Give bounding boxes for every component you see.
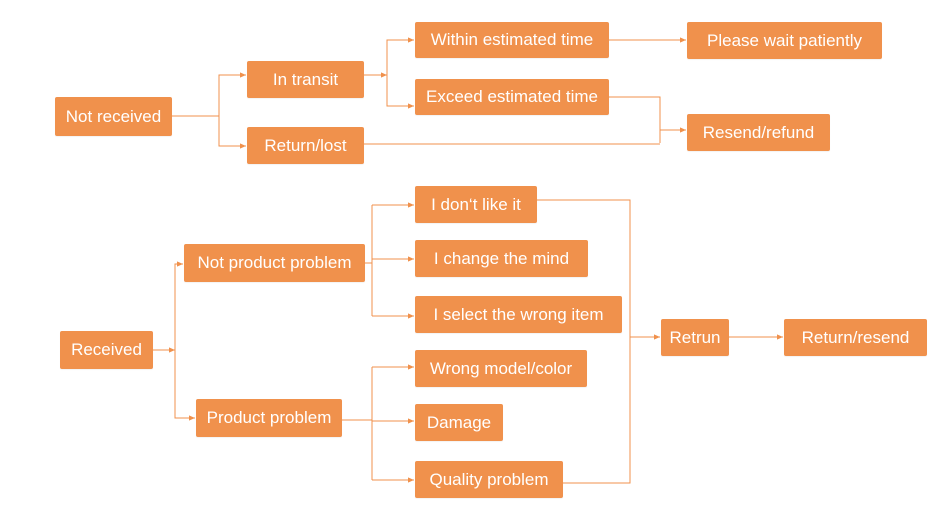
node-label: Retrun bbox=[669, 327, 721, 347]
node-label: Not product problem bbox=[197, 253, 352, 272]
connector-to-not-product bbox=[174, 261, 183, 350]
node-return-lost: Return/lost bbox=[247, 127, 364, 164]
connector-to-within bbox=[386, 37, 414, 75]
connector-to-in-transit bbox=[218, 72, 246, 116]
node-reason-wrong-model: Wrong model/color bbox=[415, 350, 587, 387]
node-label: Exceed estimated time bbox=[426, 87, 598, 106]
node-label: Quality problem bbox=[429, 469, 549, 489]
node-label: I select the wrong item bbox=[433, 304, 604, 324]
node-not-product-problem: Not product problem bbox=[184, 244, 365, 282]
node-label: Please wait patiently bbox=[707, 30, 862, 50]
connector-exceed-merge bbox=[609, 96, 661, 143]
node-reason-damage: Damage bbox=[415, 404, 503, 441]
connector-dont-like-merge bbox=[537, 199, 631, 484]
node-label: I change the mind bbox=[433, 248, 570, 268]
node-reason-wrong-item: I select the wrong item bbox=[415, 296, 622, 333]
connector-to-exceed bbox=[386, 75, 414, 109]
node-within-estimated-time: Within estimated time bbox=[415, 22, 609, 58]
node-label: Not received bbox=[65, 106, 162, 126]
node-label: In transit bbox=[272, 69, 339, 89]
node-in-transit: In transit bbox=[247, 61, 364, 98]
node-received: Received bbox=[60, 331, 153, 369]
node-label: Received bbox=[71, 340, 142, 359]
node-label: Within estimated time bbox=[430, 30, 594, 49]
node-reason-quality: Quality problem bbox=[415, 461, 563, 498]
node-label: Wrong model/color bbox=[429, 358, 573, 378]
node-product-problem: Product problem bbox=[196, 399, 342, 437]
node-exceed-estimated-time: Exceed estimated time bbox=[415, 79, 609, 115]
node-reason-change-mind: I change the mind bbox=[415, 240, 588, 277]
node-return-resend: Return/resend bbox=[784, 319, 927, 356]
node-label: I don‘t like it bbox=[431, 194, 521, 214]
node-reason-dont-like: I don‘t like it bbox=[415, 186, 537, 223]
connector-to-return-lost bbox=[218, 116, 246, 149]
node-label: Product problem bbox=[206, 408, 332, 427]
node-please-wait-patiently: Please wait patiently bbox=[687, 22, 882, 59]
connector-to-product bbox=[174, 350, 195, 421]
node-label: Return/lost bbox=[264, 135, 347, 155]
node-not-received: Not received bbox=[55, 97, 172, 136]
node-resend-refund: Resend/refund bbox=[687, 114, 830, 151]
node-label: Return/resend bbox=[801, 327, 910, 347]
node-retrun: Retrun bbox=[661, 319, 729, 356]
node-label: Resend/refund bbox=[702, 122, 815, 142]
node-label: Damage bbox=[426, 412, 492, 432]
